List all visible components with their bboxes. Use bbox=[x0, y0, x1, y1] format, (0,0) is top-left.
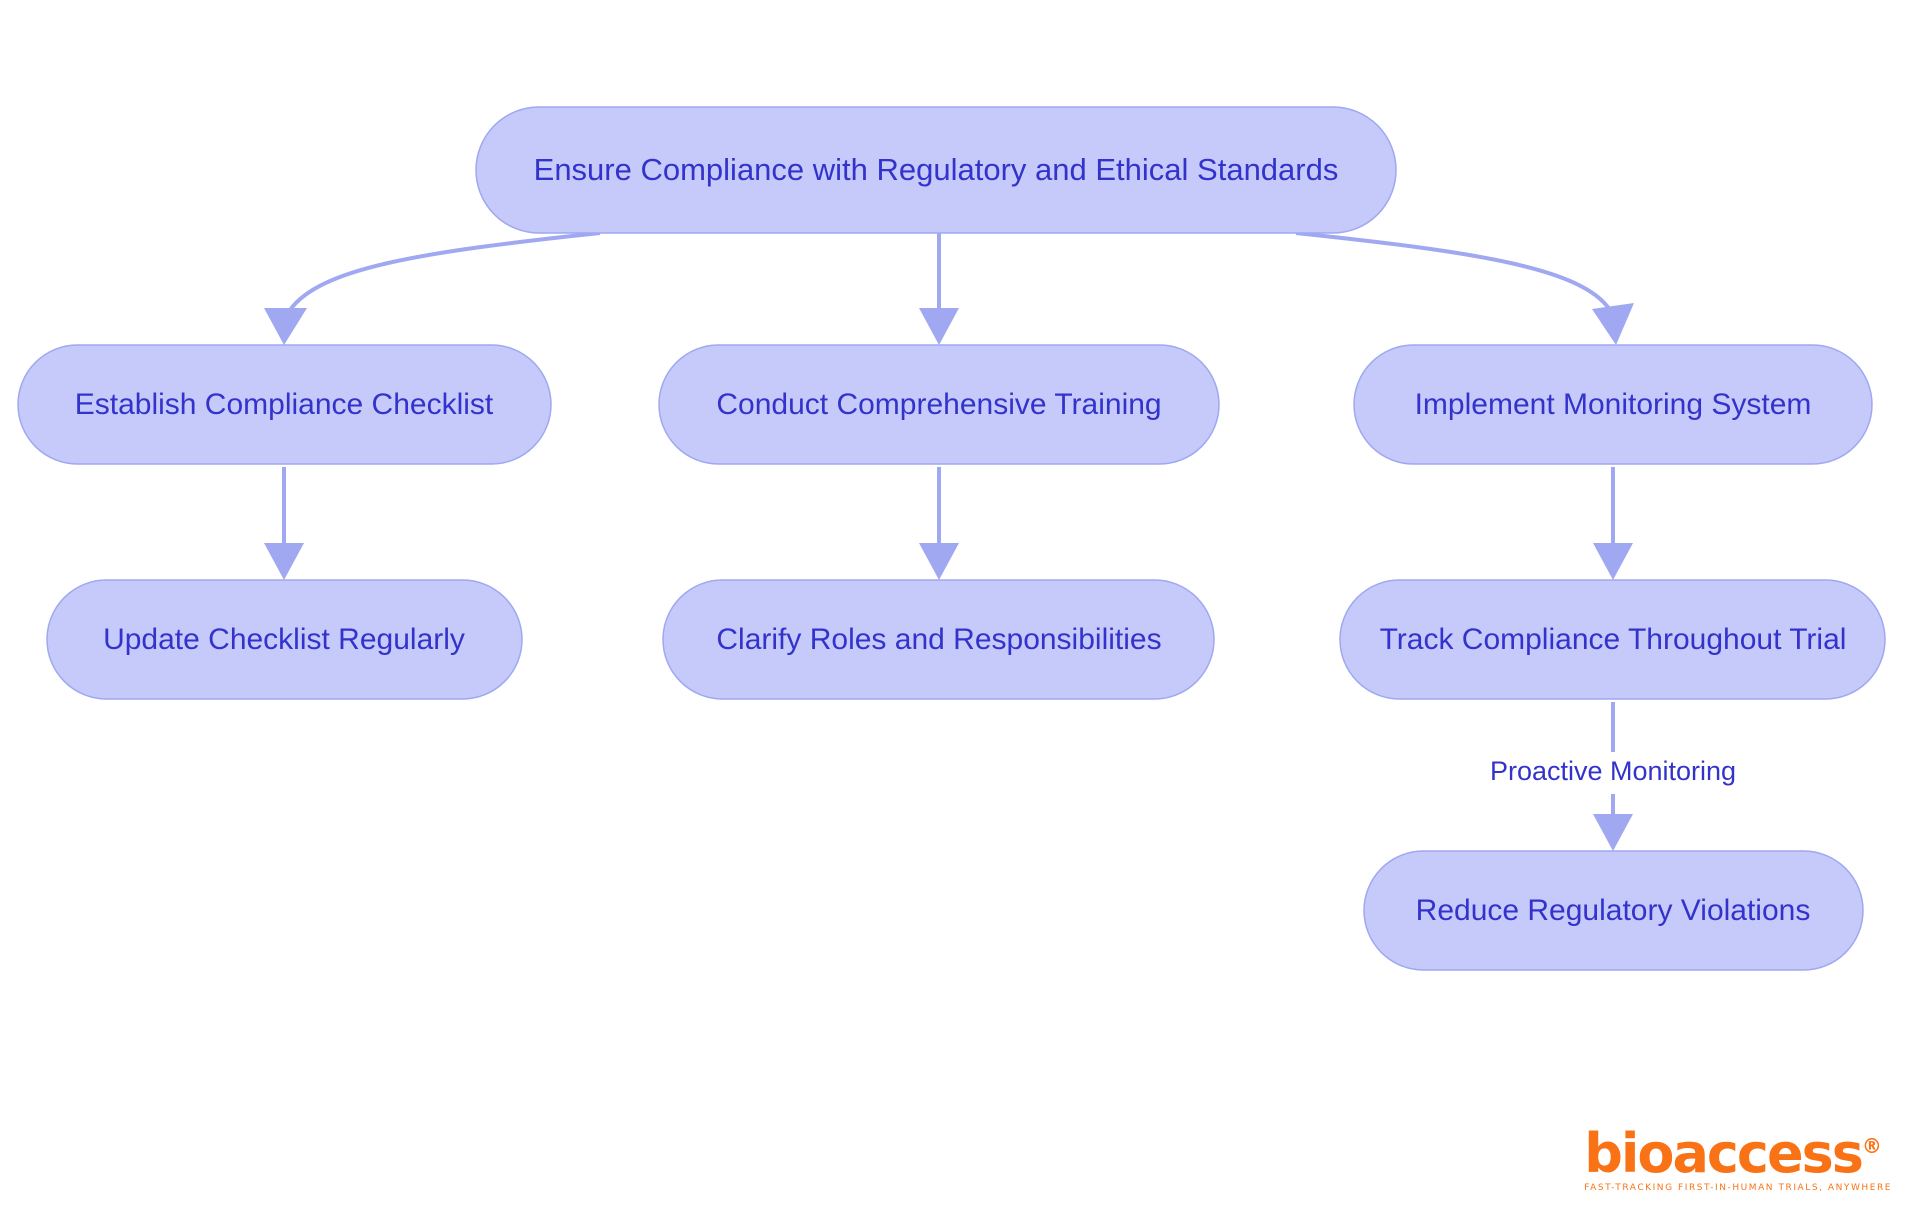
edge-monitoring-to-track-arrowhead bbox=[1593, 543, 1633, 580]
bioaccess-wordmark: bioaccess® bbox=[1584, 1127, 1882, 1181]
node-establish-compliance-checklist-label: Establish Compliance Checklist bbox=[75, 388, 494, 421]
edge-root-to-checklist-path bbox=[288, 231, 601, 312]
edge-monitoring-to-track bbox=[1593, 467, 1633, 580]
node-clarify-roles-and-responsibilities[interactable]: Clarify Roles and Responsibilities bbox=[662, 579, 1215, 700]
edge-training-to-roles-arrowhead bbox=[919, 543, 959, 580]
node-implement-monitoring-system-label: Implement Monitoring System bbox=[1415, 388, 1812, 421]
node-clarify-roles-and-responsibilities-shape[interactable] bbox=[662, 579, 1215, 700]
edge-checklist-to-update-arrowhead bbox=[264, 543, 304, 580]
node-reduce-regulatory-violations-shape[interactable] bbox=[1363, 850, 1864, 971]
bioaccess-logo: bioaccess® FAST-TRACKING FIRST-IN-HUMAN … bbox=[1584, 1127, 1892, 1194]
node-ensure-compliance[interactable]: Ensure Compliance with Regulatory and Et… bbox=[475, 106, 1397, 234]
node-reduce-regulatory-violations-label: Reduce Regulatory Violations bbox=[1416, 894, 1811, 927]
registered-trademark-icon: ® bbox=[1861, 1134, 1882, 1158]
node-ensure-compliance-label: Ensure Compliance with Regulatory and Et… bbox=[534, 152, 1339, 187]
node-conduct-comprehensive-training[interactable]: Conduct Comprehensive Training bbox=[658, 344, 1220, 465]
edge-root-to-monitoring-arrowhead bbox=[1592, 303, 1634, 345]
edge-label-proactive-monitoring: Proactive Monitoring bbox=[1490, 756, 1736, 786]
edge-root-to-monitoring bbox=[1295, 231, 1634, 345]
node-establish-compliance-checklist[interactable]: Establish Compliance Checklist bbox=[17, 344, 552, 465]
node-ensure-compliance-shape[interactable] bbox=[475, 106, 1397, 234]
node-update-checklist-regularly-label: Update Checklist Regularly bbox=[103, 623, 465, 656]
edge-label-group: Proactive Monitoring bbox=[1456, 752, 1772, 794]
edge-label-proactive-monitoring-backdrop bbox=[1456, 752, 1772, 794]
node-clarify-roles-and-responsibilities-label: Clarify Roles and Responsibilities bbox=[716, 623, 1161, 656]
edge-group bbox=[264, 231, 1634, 851]
node-conduct-comprehensive-training-label: Conduct Comprehensive Training bbox=[716, 388, 1161, 421]
node-track-compliance-throughout-trial-label: Track Compliance Throughout Trial bbox=[1380, 623, 1847, 656]
node-track-compliance-throughout-trial[interactable]: Track Compliance Throughout Trial bbox=[1339, 579, 1886, 700]
node-conduct-comprehensive-training-shape[interactable] bbox=[658, 344, 1220, 465]
node-update-checklist-regularly[interactable]: Update Checklist Regularly bbox=[46, 579, 523, 700]
node-implement-monitoring-system[interactable]: Implement Monitoring System bbox=[1353, 344, 1873, 465]
node-reduce-regulatory-violations[interactable]: Reduce Regulatory Violations bbox=[1363, 850, 1864, 971]
edge-root-to-training bbox=[919, 233, 959, 345]
node-group: Ensure Compliance with Regulatory and Et… bbox=[17, 106, 1886, 971]
node-implement-monitoring-system-shape[interactable] bbox=[1353, 344, 1873, 465]
edge-training-to-roles bbox=[919, 467, 959, 580]
node-establish-compliance-checklist-shape[interactable] bbox=[17, 344, 552, 465]
edge-root-to-checklist-arrowhead bbox=[264, 308, 307, 345]
bioaccess-wordmark-text: bioaccess bbox=[1584, 1122, 1864, 1185]
edge-root-to-training-arrowhead bbox=[919, 308, 959, 345]
edge-checklist-to-update bbox=[264, 467, 304, 580]
node-update-checklist-regularly-shape[interactable] bbox=[46, 579, 523, 700]
bioaccess-tagline: FAST-TRACKING FIRST-IN-HUMAN TRIALS, ANY… bbox=[1584, 1183, 1892, 1193]
node-track-compliance-throughout-trial-shape[interactable] bbox=[1339, 579, 1886, 700]
edge-root-to-checklist bbox=[264, 231, 601, 345]
edge-root-to-monitoring-path bbox=[1295, 231, 1612, 312]
edge-track-to-reduce-arrowhead bbox=[1593, 814, 1633, 851]
